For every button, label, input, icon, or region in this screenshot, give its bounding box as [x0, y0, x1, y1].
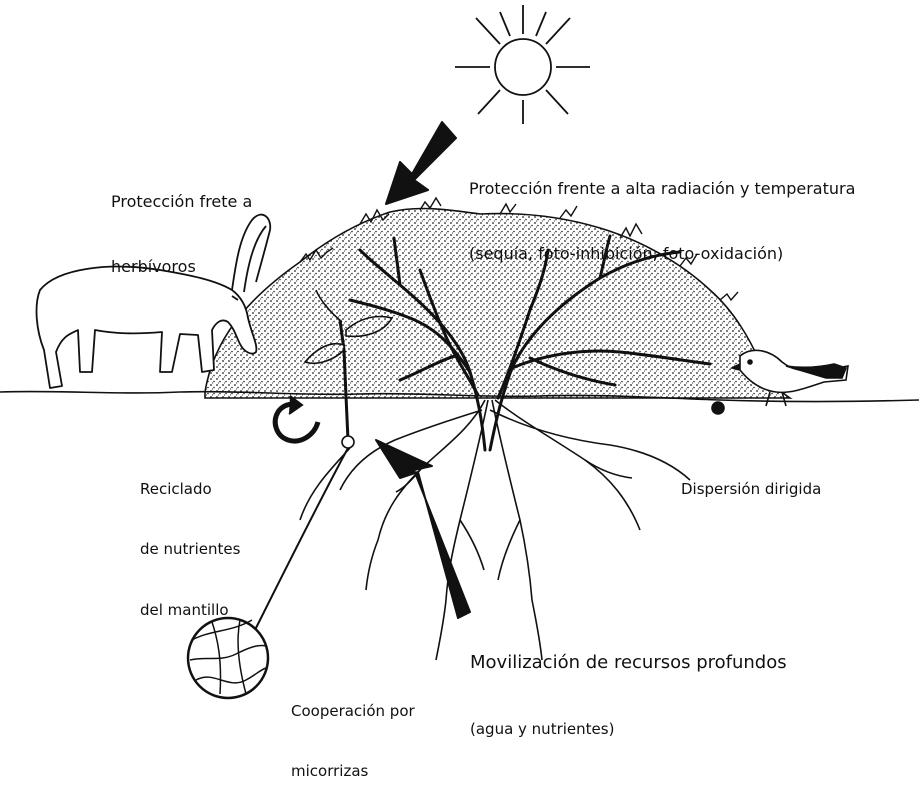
deep-resources-label: Movilización de recursos profundos (agua… — [470, 608, 787, 761]
deep-resources-label-line2: (agua y nutrientes) — [470, 719, 787, 739]
herbivores-label-line2: herbívoros — [111, 256, 252, 278]
recycling-label-line2: de nutrientes — [140, 539, 240, 559]
dispersal-label: Dispersión dirigida — [681, 438, 821, 519]
mycorrhiza-label-line2: micorrizas — [291, 761, 415, 781]
dispersal-label-line1: Dispersión dirigida — [681, 479, 821, 499]
mycorrhiza-label-line1: Cooperación por — [291, 701, 415, 721]
radiation-arrow — [386, 122, 456, 204]
recycle-arrow-icon — [275, 396, 318, 441]
recycling-label: Reciclado de nutrientes del mantillo — [140, 438, 240, 641]
nurse-plant-diagram — [0, 0, 919, 708]
deep-resources-label-line1: Movilización de recursos profundos — [470, 651, 787, 675]
herbivores-label-line1: Protección frete a — [111, 191, 252, 213]
recycling-label-line1: Reciclado — [140, 479, 240, 499]
radiation-label: Protección frente a alta radiación y tem… — [469, 135, 855, 286]
radiation-label-line2: (sequía, foto-inhibición, foto-oxidación… — [469, 243, 855, 265]
radiation-label-line1: Protección frente a alta radiación y tem… — [469, 178, 855, 200]
recycling-label-line3: del mantillo — [140, 600, 240, 620]
deep-resources-arrow — [376, 440, 470, 618]
herbivores-label: Protección frete a herbívoros — [111, 148, 252, 299]
mycorrhiza-connector — [240, 448, 348, 658]
mycorrhiza-label: Cooperación por micorrizas — [291, 660, 415, 802]
sun-icon — [455, 5, 590, 124]
